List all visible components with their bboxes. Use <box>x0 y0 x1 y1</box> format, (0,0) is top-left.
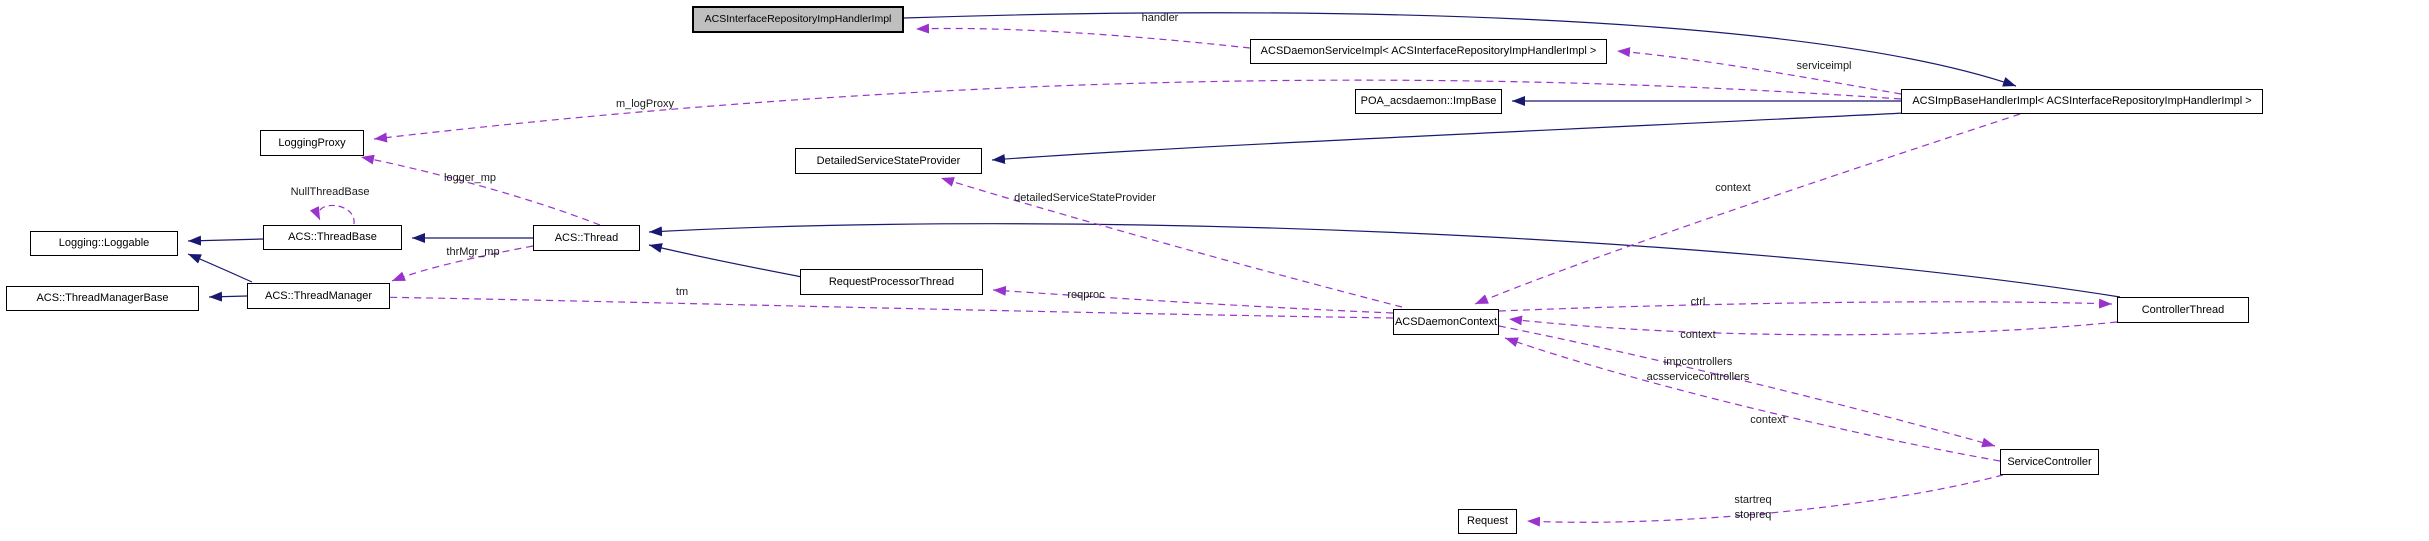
edge-handler <box>915 23 1251 49</box>
edge-acsir-to-impbasehandler <box>903 12 2017 87</box>
node-requestprocessorthread[interactable]: RequestProcessorThread <box>800 269 983 295</box>
edge-label-logger-mp: logger_mp <box>444 172 496 185</box>
node-acsdaemoncontext[interactable]: ACSDaemonContext <box>1393 309 1499 335</box>
edge-label-handler: handler <box>1141 12 1179 25</box>
edge-threadmanager-to-threadmanagerbase <box>208 291 248 302</box>
edge-context-lower <box>1504 337 2001 462</box>
edge-threadbase-to-loggable <box>187 235 264 246</box>
node-detailedservicestateprovider[interactable]: DetailedServiceStateProvider <box>795 148 982 174</box>
node-logging-loggable[interactable]: Logging::Loggable <box>30 231 178 256</box>
edge-label-serviceimpl: serviceimpl <box>1796 60 1852 73</box>
edge-label-thrmgr-mp: thrMgr_mp <box>446 246 500 259</box>
edge-mlogproxy <box>373 79 1902 143</box>
edge-label-startreq: startreq <box>1734 494 1772 507</box>
edge-detailedservicestateprovider <box>940 177 1403 308</box>
edge-controllerthread-to-thread <box>648 223 2121 298</box>
edge-label-context-mid: context <box>1680 329 1716 342</box>
node-controllerthread[interactable]: ControllerThread <box>2117 297 2249 323</box>
node-acsdaemonserviceimpl[interactable]: ACSDaemonServiceImpl< ACSInterfaceReposi… <box>1250 39 1607 64</box>
node-poa-acsdaemon-impbase[interactable]: POA_acsdaemon::ImpBase <box>1355 89 1502 114</box>
node-acs-threadmanager[interactable]: ACS::ThreadManager <box>247 283 390 309</box>
node-acs-thread[interactable]: ACS::Thread <box>533 225 640 251</box>
edge-label-ctrl: ctrl <box>1690 296 1706 309</box>
node-acsinterfacerepositoryimphandlerimpl: ACSInterfaceRepositoryImpHandlerImpl <box>692 6 904 33</box>
edge-serviceimpl <box>1616 47 1902 95</box>
edge-nullthreadbase-selfloop <box>309 204 355 225</box>
node-acs-threadmanagerbase[interactable]: ACS::ThreadManagerBase <box>6 286 199 311</box>
edge-context-mid <box>1508 315 2118 336</box>
node-acs-threadbase[interactable]: ACS::ThreadBase <box>263 225 402 250</box>
edge-tm <box>370 292 1394 319</box>
node-servicecontroller[interactable]: ServiceController <box>2000 449 2099 475</box>
edge-label-reqproc: reqproc <box>1067 289 1105 302</box>
edge-threadmanager-to-loggable <box>187 253 253 283</box>
edge-label-context-upper: context <box>1715 182 1751 195</box>
edge-logger-mp <box>360 154 601 226</box>
edge-label-impcontrollers: impcontrollers <box>1663 356 1733 369</box>
edge-thrmgr-mp <box>391 245 534 282</box>
edge-label-nullthreadbase: NullThreadBase <box>290 186 370 199</box>
edge-label-stopreq: stopreq <box>1734 509 1772 522</box>
edge-label-acsservicecontrollers: acsservicecontrollers <box>1646 371 1750 384</box>
node-request[interactable]: Request <box>1458 509 1517 534</box>
node-acsimpbasehandlerimpl[interactable]: ACSImpBaseHandlerImpl< ACSInterfaceRepos… <box>1901 89 2263 114</box>
edge-ctrl <box>1498 298 2113 312</box>
edge-reqproc <box>992 285 1394 314</box>
edge-label-context-lower: context <box>1750 414 1786 427</box>
edge-label-tm: tm <box>675 286 689 299</box>
edge-impbasehandler-to-dssp <box>991 112 1906 165</box>
edge-context-upper <box>1474 113 2021 305</box>
edge-label-m-logproxy: m_logProxy <box>615 98 675 111</box>
edge-rpt-to-thread <box>648 243 803 278</box>
edge-impcontrollers <box>1498 325 1996 448</box>
edge-startreq-stopreq <box>1526 474 2004 527</box>
edge-label-detailedservicestateprovider: detailedServiceStateProvider <box>1014 192 1156 205</box>
node-loggingproxy[interactable]: LoggingProxy <box>260 130 364 156</box>
